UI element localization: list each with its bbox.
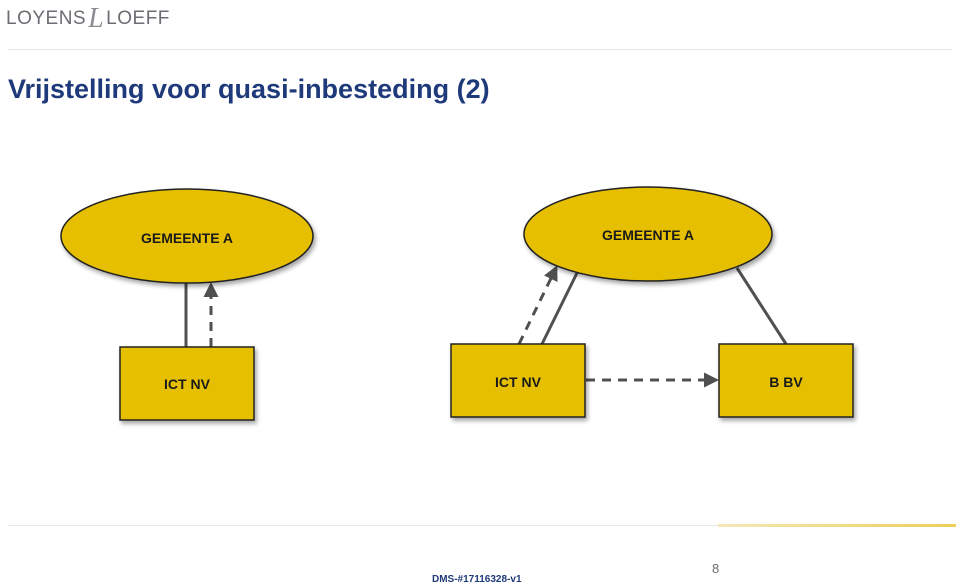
right-scenario: GEMEENTE A ICT NV B BV: [450, 186, 854, 418]
right-bbv-label: B BV: [769, 374, 803, 390]
left-ict-label: ICT NV: [164, 376, 211, 392]
left-ict-box: [119, 346, 255, 421]
right-municipality-ellipse: [523, 186, 773, 282]
right-bbv-box: [718, 343, 854, 418]
left-scenario: GEMEENTE A ICT NV: [60, 188, 314, 421]
footer-divider: [8, 525, 952, 526]
company-logo: LOYENS L LOEFF: [6, 4, 170, 34]
right-ict-box: [450, 343, 586, 418]
footer-accent-bar: [718, 524, 956, 527]
logo-text-left: LOYENS: [6, 8, 87, 29]
right-ownership-line-ict: [540, 272, 579, 345]
logo-mark: L: [88, 3, 105, 34]
document-id: DMS-#17116328-v1: [432, 574, 522, 585]
right-ict-label: ICT NV: [495, 374, 542, 390]
right-municipality-label: GEMEENTE A: [602, 227, 694, 243]
page-number: 8: [712, 561, 720, 576]
logo-text-right: LOEFF: [106, 8, 170, 29]
right-ownership-line-bbv: [735, 267, 788, 345]
left-municipality-label: GEMEENTE A: [141, 230, 233, 246]
header-divider: [8, 49, 952, 50]
left-municipality-ellipse: [60, 188, 314, 284]
right-service-arrow-ict: [517, 265, 558, 345]
page-title: Vrijstelling voor quasi-inbesteding (2): [8, 74, 490, 104]
